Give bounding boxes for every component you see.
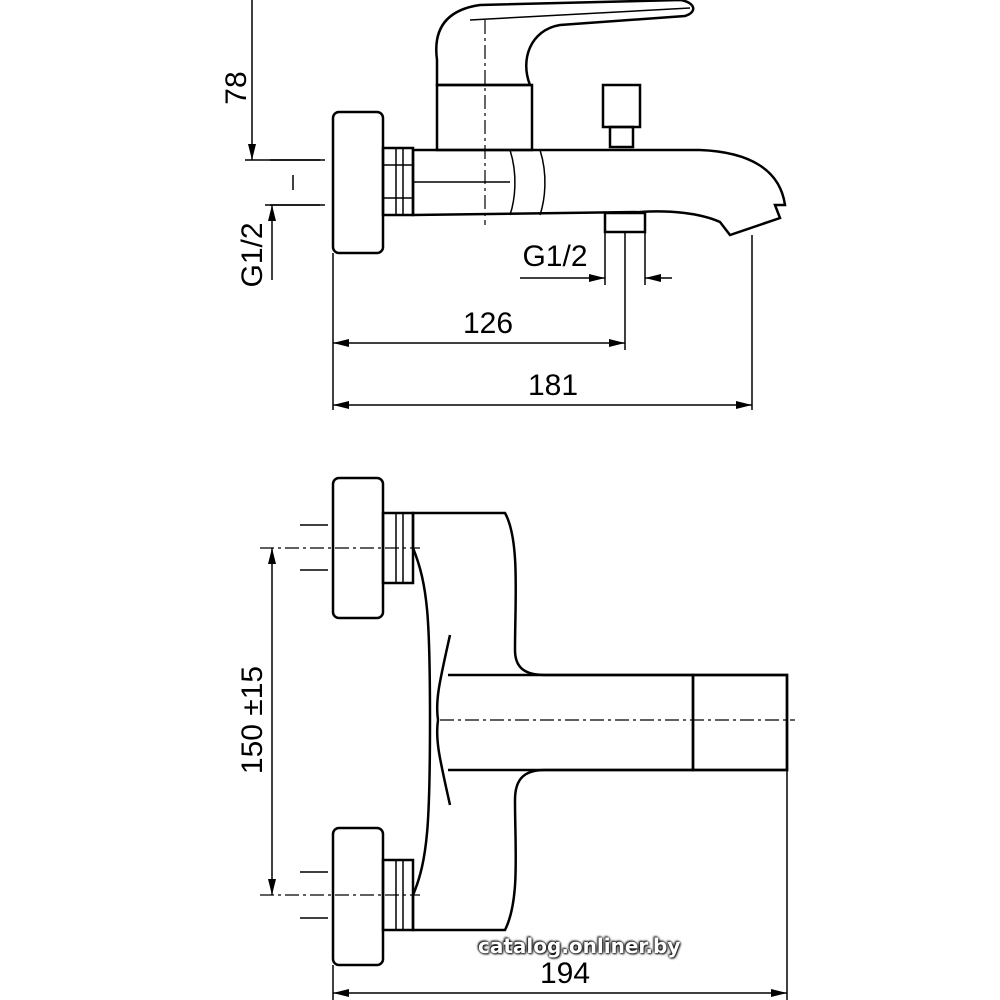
wall-flange-lower (331, 826, 385, 967)
spout-tip (691, 673, 789, 772)
side-view: 78 G1/2 G1/2 126 181 (220, 0, 787, 410)
lever-handle-top (435, 634, 452, 806)
wall-flange (331, 110, 385, 255)
dim-total-length-label: 181 (528, 369, 578, 402)
dim-outlet-distance-label: 126 (463, 307, 513, 340)
diverter-knob (601, 83, 642, 129)
lever-handle (435, 0, 695, 87)
mixer-body (411, 511, 789, 932)
connection-nut (381, 146, 415, 217)
shower-outlet (603, 211, 647, 234)
dim-height-label: 78 (220, 71, 253, 104)
spout-body (411, 148, 787, 237)
watermark: catalog.onliner.by (478, 934, 681, 958)
diverter-stem (608, 125, 635, 149)
dim-bottom-total-length-label: 194 (540, 957, 590, 990)
dim-inlet-spacing-label: 150 ±15 (236, 666, 269, 774)
top-down-view: 150 ±15 194 (236, 476, 795, 1000)
dim-outlet-thread-label: G1/2 (522, 240, 587, 273)
dim-inlet-thread-label: G1/2 (236, 222, 269, 287)
